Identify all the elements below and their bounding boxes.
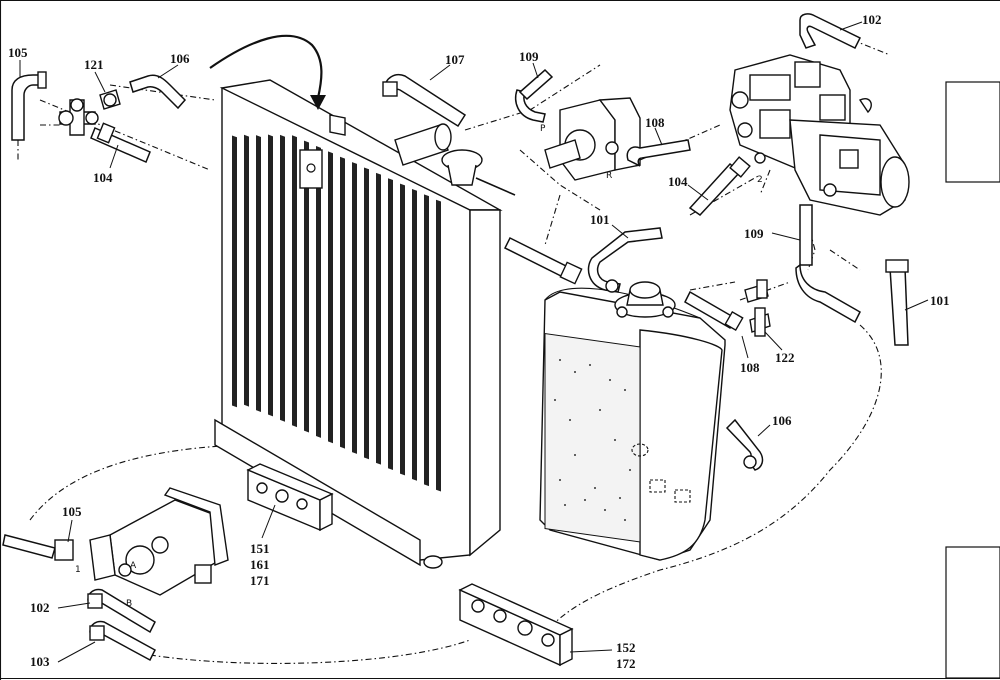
label-152: 152 (616, 640, 636, 655)
label-109-top: 109 (519, 49, 539, 64)
label-103: 103 (30, 654, 50, 669)
label-102-top: 102 (862, 12, 882, 27)
label-104-left: 104 (93, 170, 113, 185)
label-106-mid: 106 (772, 413, 792, 428)
label-101-mid: 101 (590, 212, 610, 227)
part-labels: 105 121 106 104 107 109 108 102 104 101 … (8, 12, 950, 671)
label-108-mid: 108 (645, 115, 665, 130)
hose-radiator-side (503, 236, 583, 285)
radiator-assembly (214, 79, 516, 569)
port-mark-1: 1 (75, 565, 81, 575)
mounting-blocks-upper (246, 463, 334, 532)
control-valve-block (729, 13, 910, 216)
hose-106-mid (725, 418, 764, 471)
port-markings: P R 2 1 A B (75, 124, 763, 609)
hoses-right (795, 204, 909, 346)
fittings-108-122 (684, 279, 771, 337)
hose-101-mid (587, 227, 663, 293)
label-102-low: 102 (30, 600, 50, 615)
radiator-fins (232, 134, 441, 492)
label-108-low: 108 (740, 360, 760, 375)
label-105-low: 105 (62, 504, 82, 519)
label-107: 107 (445, 52, 465, 67)
tank-filter-head (614, 281, 676, 318)
arrow-head (310, 95, 326, 110)
radiator-foot (423, 555, 443, 569)
leader-lines (19, 21, 929, 663)
margin-tab-upper (945, 81, 1000, 183)
label-104-mid: 104 (668, 174, 688, 189)
label-171: 171 (250, 573, 270, 588)
port-mark-r: R (606, 171, 612, 181)
tank-speckled-panel (544, 333, 641, 543)
port-mark-2: 2 (757, 175, 763, 185)
mounting-arrow (209, 34, 323, 99)
radiator-side-edge (469, 209, 501, 557)
label-161: 161 (250, 557, 270, 572)
port-mark-b: B (126, 599, 132, 609)
mounting-blocks-lower (458, 583, 574, 667)
hose-104-mid (688, 156, 751, 216)
label-172: 172 (616, 656, 636, 671)
gear-pump (514, 68, 691, 181)
label-101-right: 101 (930, 293, 950, 308)
hoses-low (87, 588, 156, 662)
label-105-top: 105 (8, 45, 28, 60)
label-122: 122 (775, 350, 795, 365)
margin-tab-lower (945, 546, 1000, 679)
port-mark-p: P (540, 124, 546, 134)
label-121: 121 (84, 57, 104, 72)
filler-cap (441, 149, 516, 196)
label-151: 151 (250, 541, 270, 556)
label-109-right: 109 (744, 226, 764, 241)
hose-107 (382, 74, 467, 128)
hydraulic-tank (539, 281, 726, 561)
label-106-top: 106 (170, 51, 190, 66)
axial-pump (2, 487, 229, 596)
fittings-top-left (11, 71, 187, 163)
port-mark-a: A (130, 561, 137, 571)
